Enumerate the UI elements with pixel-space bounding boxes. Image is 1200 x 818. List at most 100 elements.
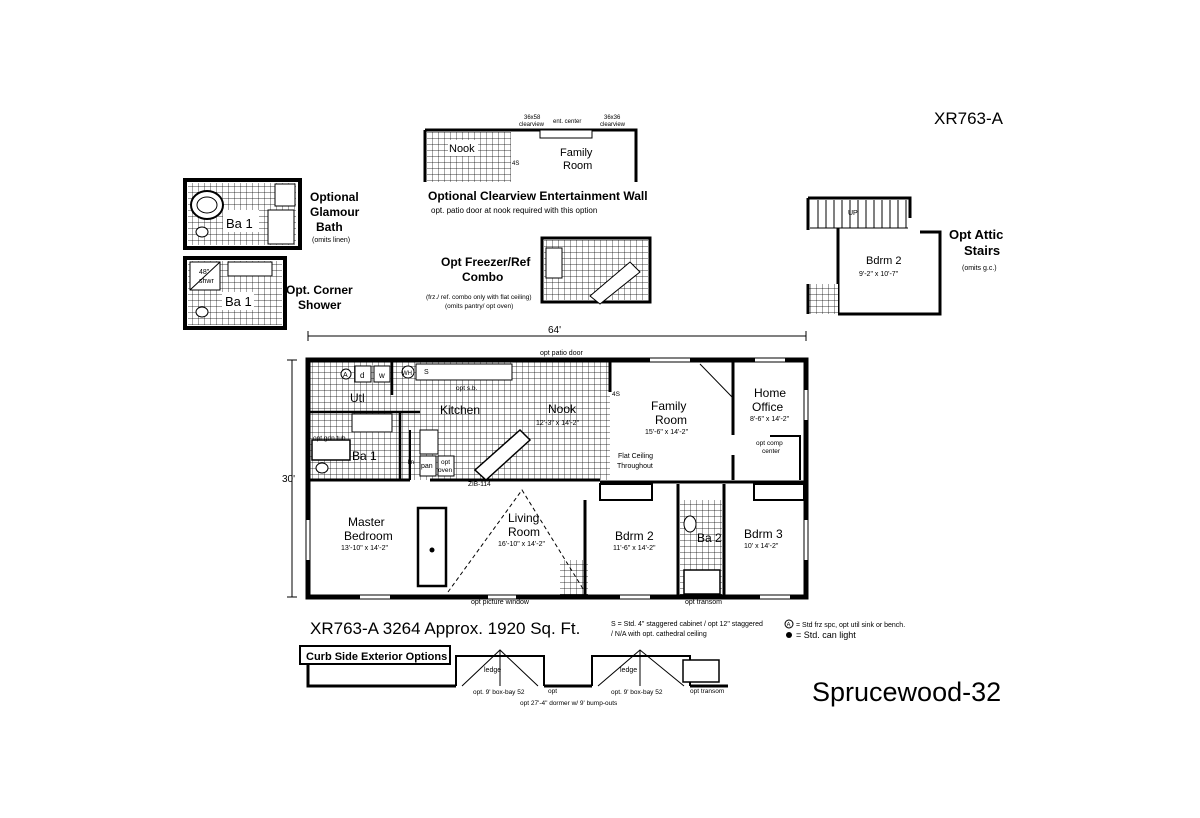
glamour-bath-title-1: Optional <box>310 190 359 204</box>
flat-ceiling-1: Flat Ceiling <box>618 453 653 460</box>
attic-sub: (omits g.c.) <box>962 265 997 272</box>
glamour-bath-title-3: Bath <box>316 220 343 234</box>
svg-text:A: A <box>787 623 791 629</box>
corner-shower-label: shwr <box>199 278 214 285</box>
curb-transom: opt transom <box>690 688 724 695</box>
attic-room: Bdrm 2 <box>866 255 901 267</box>
curb-side-options: ledge ledge <box>299 645 728 688</box>
attic-title-2: Stairs <box>964 243 1000 258</box>
room-family-size: 15'-6" x 14'-2" <box>645 429 689 436</box>
clearview-left-1: 36x58 <box>524 115 541 121</box>
glamour-bath-room: Ba 1 <box>226 216 253 231</box>
room-living-size: 16'-10" x 14'-2" <box>498 541 545 548</box>
clearview-family-1: Family <box>560 147 593 159</box>
legend-a-icon: A <box>784 619 794 629</box>
can-light-icon <box>786 632 792 638</box>
dimension-lines <box>287 331 807 598</box>
stagger-s-label: S <box>424 369 429 376</box>
zib-label: ZIB-114 <box>468 481 491 488</box>
clearview-right-2: clearview <box>600 122 626 128</box>
attic-title-1: Opt Attic <box>949 227 1003 242</box>
clearview-sub: opt. patio door at nook required with th… <box>431 206 597 215</box>
freezer-title-1: Opt Freezer/Ref <box>441 255 531 269</box>
legend-light-text: = Std. can light <box>796 630 856 640</box>
room-office-2: Office <box>752 400 783 414</box>
corner-shower-size: 48" <box>199 269 210 276</box>
clearview-family-2: Room <box>563 160 592 172</box>
corner-shower-option: 48" shwr Ba 1 <box>183 256 287 330</box>
room-master-1: Master <box>348 515 385 529</box>
curb-ledge-1: ledge <box>484 667 501 674</box>
curb-opt: opt <box>548 688 557 695</box>
attic-room-size: 9'-2" x 10'-7" <box>859 271 899 278</box>
curb-box-bay-2: opt. 9' box-bay 52 <box>611 689 663 696</box>
room-family-1: Family <box>651 399 686 413</box>
freezer-sub-1: (frz./ ref. combo only with flat ceiling… <box>426 294 531 301</box>
legend-a-text: = Std frz spc, opt util sink or bench. <box>796 622 905 629</box>
room-nook: Nook <box>548 402 577 416</box>
curb-box-bay-1: opt. 9' box-bay 52 <box>473 689 525 696</box>
room-office-1: Home <box>754 386 786 400</box>
freezer-space-a: A <box>343 372 348 379</box>
clearview-right-1: 36x36 <box>604 115 621 121</box>
corner-shower-room: Ba 1 <box>225 294 252 309</box>
plan-code: XR763-A <box>934 109 1004 128</box>
glamour-bath-option: Ba 1 <box>183 178 302 250</box>
room-kitchen: Kitchen <box>440 403 480 417</box>
water-heater-label: WH <box>402 371 412 377</box>
attic-up: UP <box>848 210 858 217</box>
opt-gdn-tub: opt gdn tub <box>313 435 346 442</box>
glamour-bath-title-2: Glamour <box>310 205 360 219</box>
main-floor-plan <box>305 357 809 600</box>
room-bdrm2-size: 11'-6" x 14'-2" <box>613 545 656 552</box>
room-living-2: Room <box>508 525 540 539</box>
room-ba2: Ba 2 <box>697 531 722 545</box>
room-master-2: Bedroom <box>344 529 393 543</box>
opt-comp-center-2: center <box>762 448 781 455</box>
washer-label: w <box>378 371 385 380</box>
room-bdrm3: Bdrm 3 <box>744 527 783 541</box>
glamour-bath-sub: (omits linen) <box>312 237 350 244</box>
opt-oven-1: opt <box>441 459 450 466</box>
clearview-option: Nook Family Room 36x58 clearview ent. ce… <box>423 115 638 182</box>
corner-shower-title-1: Opt. Corner <box>286 283 353 297</box>
clearview-ent: ent. center <box>553 119 581 125</box>
opt-transom: opt transom <box>685 599 722 606</box>
room-nook-size: 12'-3" x 14'-2" <box>536 420 580 427</box>
model-name: Sprucewood-32 <box>812 677 1001 707</box>
clearview-title: Optional Clearview Entertainment Wall <box>428 189 648 203</box>
curb-title: Curb Side Exterior Options <box>306 651 447 663</box>
freezer-option <box>540 236 652 305</box>
note-staggered-2: / N/A with opt. cathedral ceiling <box>611 631 707 638</box>
plan-title-line: XR763-A 3264 Approx. 1920 Sq. Ft. <box>310 619 580 638</box>
room-utl: Utl <box>350 391 365 405</box>
room-ba1: Ba 1 <box>352 449 377 463</box>
room-office-size: 8'-6" x 14'-2" <box>750 416 790 423</box>
opt-oven-2: oven <box>438 467 452 474</box>
clearview-left-2: clearview <box>519 122 545 128</box>
opt-sb: opt s.b. <box>456 385 478 392</box>
dimension-width: 64' <box>548 325 561 336</box>
clearview-4s: 4S <box>512 161 519 167</box>
flat-ceiling-2: Throughout <box>617 463 653 470</box>
room-bdrm3-size: 10' x 14'-2" <box>744 543 779 550</box>
linen-label: lin <box>408 460 414 466</box>
curb-dormer: opt 27'-4" dormer w/ 9' bump-outs <box>520 700 618 707</box>
four-s-label: 4S <box>612 391 621 398</box>
freezer-title-2: Combo <box>462 270 503 284</box>
dryer-label: d <box>360 371 364 380</box>
pantry-label: pan <box>421 463 433 470</box>
room-bdrm2: Bdrm 2 <box>615 529 654 543</box>
opt-picture-window: opt picture window <box>471 599 530 606</box>
attic-option: UP Bdrm 2 9'-2" x 10'-7" <box>806 196 942 316</box>
curb-ledge-2: ledge <box>620 667 637 674</box>
freezer-sub-2: (omits pantry/ opt oven) <box>445 303 513 310</box>
dimension-depth: 30' <box>282 474 295 485</box>
note-staggered-1: S = Std. 4" staggered cabinet / opt 12" … <box>611 621 763 628</box>
room-master-size: 13'-10" x 14'-2" <box>341 545 388 552</box>
clearview-nook: Nook <box>449 143 475 155</box>
opt-comp-center-1: opt comp <box>756 440 783 447</box>
corner-shower-title-2: Shower <box>298 298 342 312</box>
room-living-1: Living <box>508 511 539 525</box>
